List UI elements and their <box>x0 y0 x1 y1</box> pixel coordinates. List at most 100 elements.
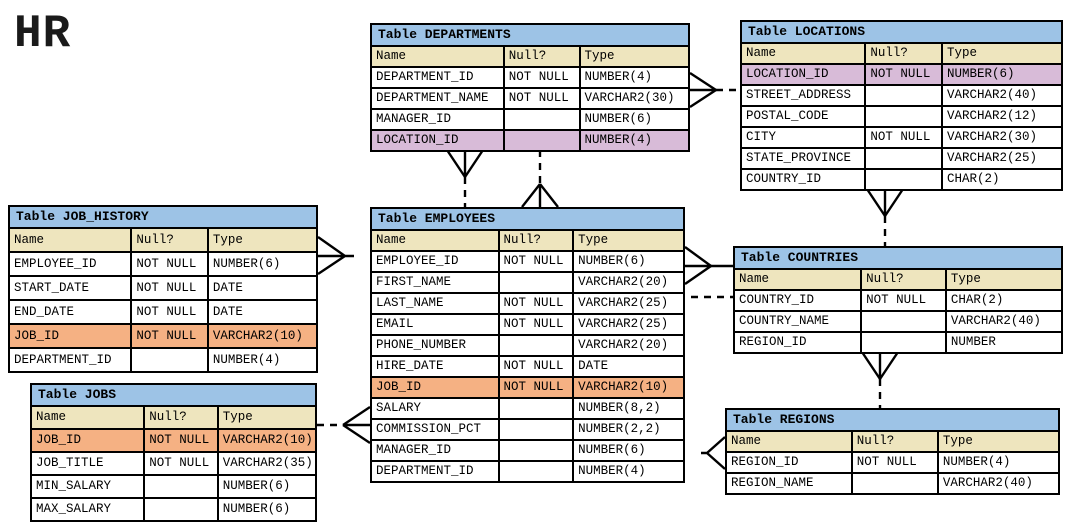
column-header: Name <box>742 44 867 63</box>
field-type: VARCHAR2(30) <box>946 130 1037 144</box>
field-name: END_DATE <box>10 301 133 323</box>
field-null <box>505 110 581 129</box>
field-type: NUMBER <box>950 335 996 349</box>
table-title-countries: Table COUNTRIES <box>735 248 1061 270</box>
column-header: Type <box>578 233 609 247</box>
field-type: VARCHAR2(25) <box>578 317 669 331</box>
field-name: DEPARTMENT_ID <box>372 462 500 481</box>
connector-job-history-employees <box>317 236 354 275</box>
field-name: COUNTRY_ID <box>742 170 867 189</box>
table-title-locations: Table LOCATIONS <box>742 22 1061 44</box>
column-header: Type <box>222 410 253 424</box>
field-null: NOT NULL <box>500 357 575 376</box>
column-header: Null? <box>853 432 939 451</box>
field-null: NOT NULL <box>853 453 939 472</box>
field-null: NOT NULL <box>866 128 943 147</box>
field-type: VARCHAR2(35) <box>222 456 313 470</box>
field-null <box>500 336 575 355</box>
table-title-departments: Table DEPARTMENTS <box>372 25 688 47</box>
column-header: Null? <box>500 231 575 250</box>
field-row-department_id: DEPARTMENT_ID NUMBER(4) <box>372 462 683 481</box>
field-name: REGION_ID <box>727 453 853 472</box>
field-null: NOT NULL <box>132 253 209 275</box>
field-null <box>866 107 943 126</box>
column-header: Null? <box>505 47 581 66</box>
field-type: NUMBER(4) <box>578 464 646 478</box>
field-null: NOT NULL <box>505 89 581 108</box>
column-header: Type <box>584 49 615 63</box>
field-null: NOT NULL <box>862 291 947 310</box>
field-name: MANAGER_ID <box>372 110 505 129</box>
column-header: Null? <box>862 270 947 289</box>
connector-departments-employees-manager <box>446 149 484 207</box>
column-header: Null? <box>132 229 209 251</box>
field-type: VARCHAR2(10) <box>222 433 313 447</box>
field-null <box>866 170 943 189</box>
field-name: PHONE_NUMBER <box>372 336 500 355</box>
field-null: NOT NULL <box>505 68 581 87</box>
table-title-jobs: Table JOBS <box>32 385 315 407</box>
field-null <box>145 476 219 497</box>
connector-locations-countries <box>866 188 904 246</box>
column-header: Name <box>32 407 146 428</box>
field-type: NUMBER(2,2) <box>578 422 661 436</box>
field-name: EMPLOYEE_ID <box>372 252 500 271</box>
column-header: Type <box>212 233 243 247</box>
field-null <box>500 462 575 481</box>
field-name: JOB_ID <box>32 430 146 451</box>
field-null <box>145 499 219 520</box>
field-name: STATE_PROVINCE <box>742 149 867 168</box>
field-type: NUMBER(6) <box>222 479 291 493</box>
field-null: NOT NULL <box>866 65 943 84</box>
column-header: Type <box>942 434 973 448</box>
field-name: JOB_TITLE <box>32 453 146 474</box>
field-type: VARCHAR2(40) <box>950 314 1041 328</box>
field-name: DEPARTMENT_ID <box>10 349 133 371</box>
field-type: VARCHAR2(40) <box>946 88 1037 102</box>
field-name: SALARY <box>372 399 500 418</box>
column-header: Type <box>946 46 977 60</box>
field-type: NUMBER(4) <box>584 70 653 84</box>
connector-regions-stub <box>701 436 726 470</box>
field-null: NOT NULL <box>145 453 219 474</box>
field-null <box>866 149 943 168</box>
field-null: NOT NULL <box>132 277 209 299</box>
connector-jobs-employees <box>317 406 371 444</box>
field-null <box>132 349 209 371</box>
field-null <box>862 312 947 331</box>
table-title-employees: Table EMPLOYEES <box>372 209 683 231</box>
field-type: NUMBER(6) <box>946 67 1015 81</box>
field-name: MAX_SALARY <box>32 499 146 520</box>
field-name: HIRE_DATE <box>372 357 500 376</box>
field-type: VARCHAR2(40) <box>942 476 1033 490</box>
field-type: DATE <box>212 305 243 319</box>
field-null: NOT NULL <box>500 315 575 334</box>
field-type: CHAR(2) <box>950 293 1004 307</box>
